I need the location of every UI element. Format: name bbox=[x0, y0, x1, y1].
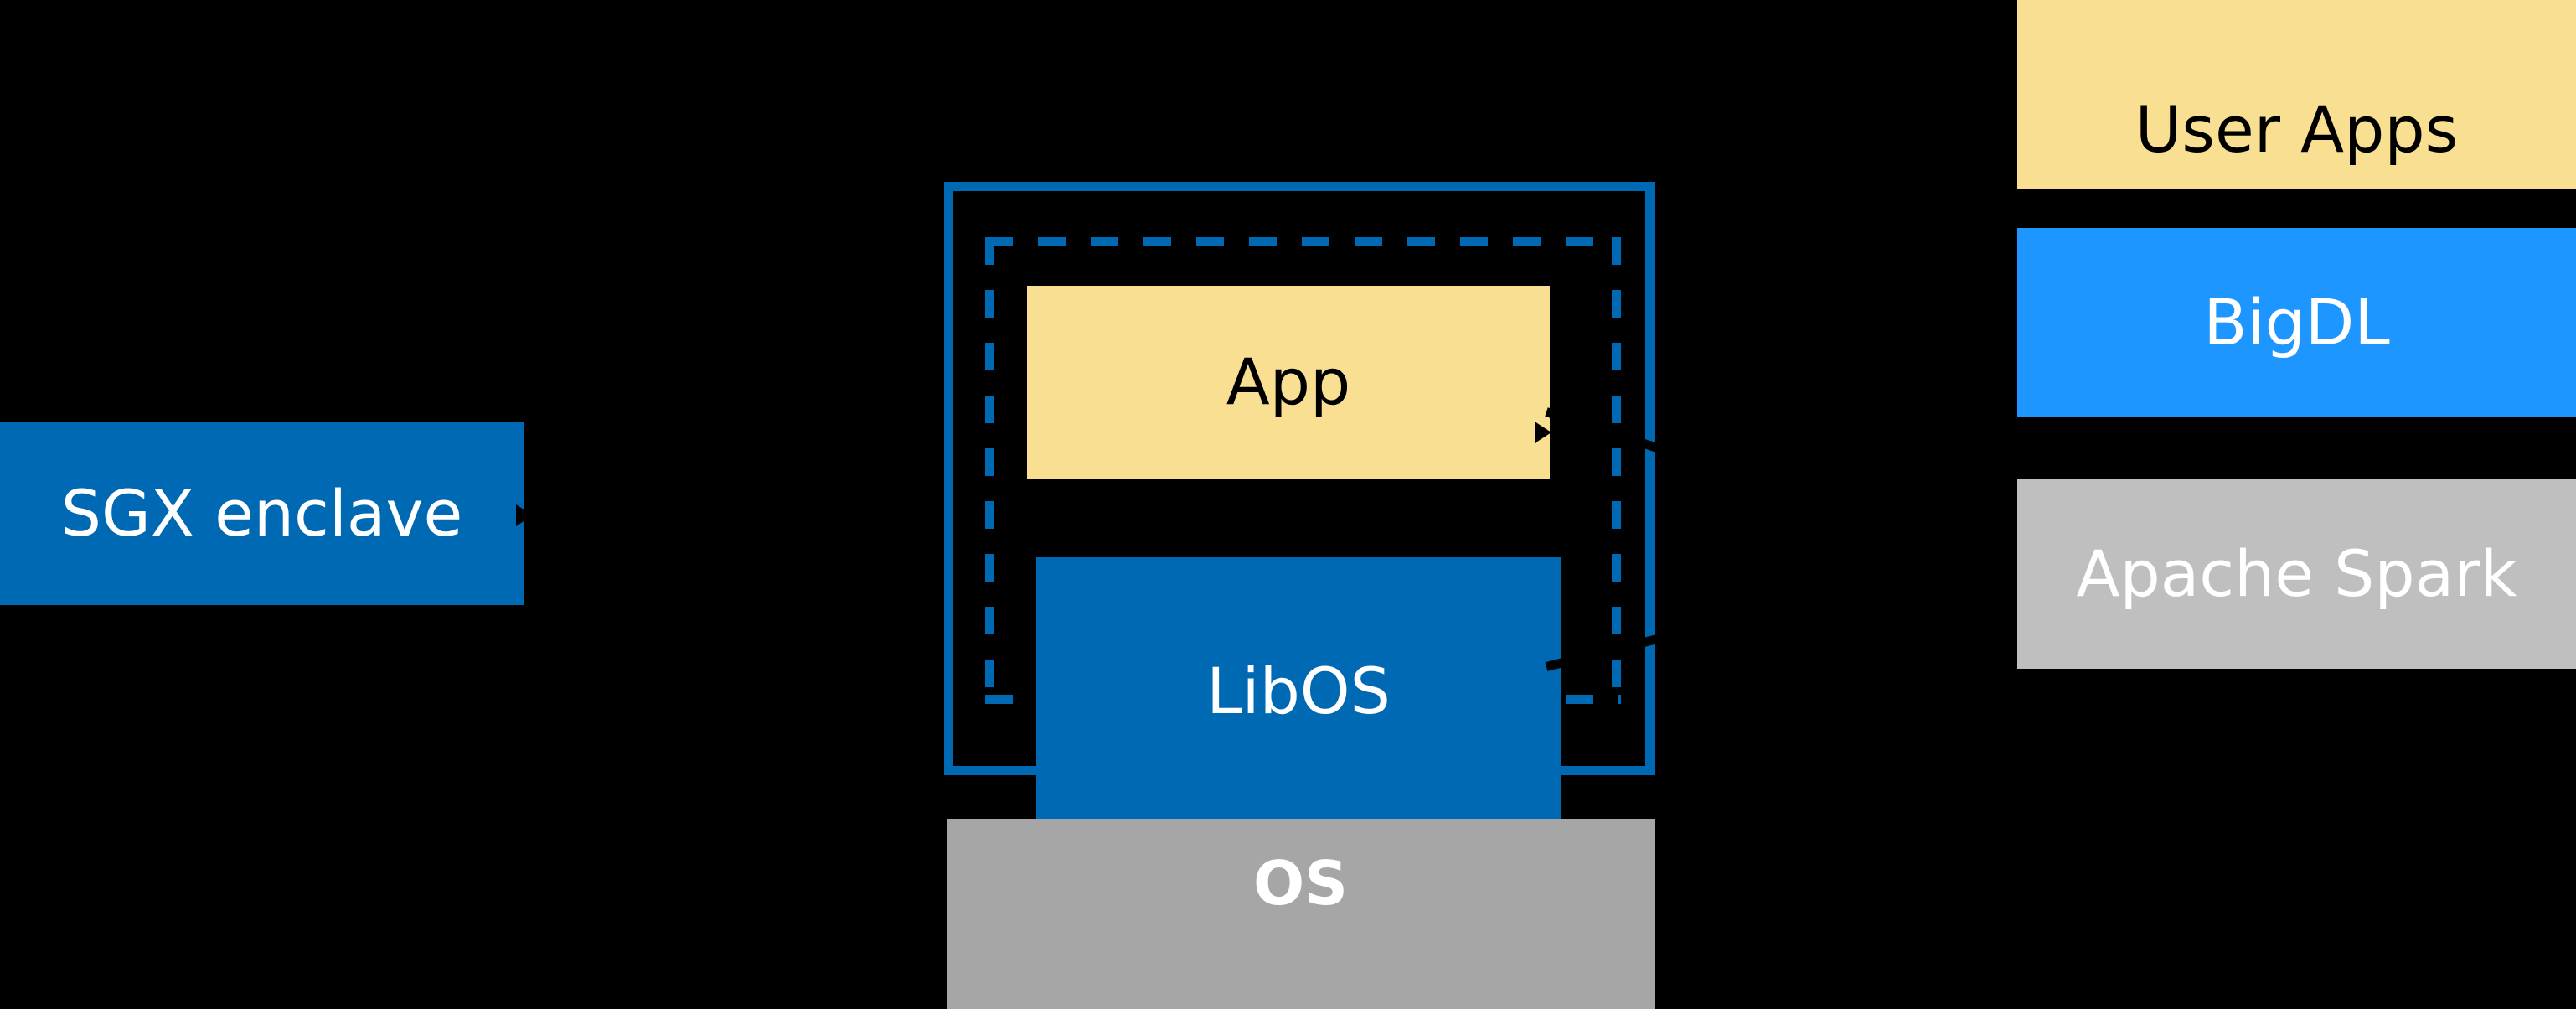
os-label: OS bbox=[1252, 848, 1349, 918]
app-box: App bbox=[1027, 286, 1550, 479]
sgx-enclave-arrow-icon bbox=[516, 504, 533, 526]
sgx-enclave-box: SGX enclave bbox=[0, 422, 524, 605]
dashed-edge-left bbox=[985, 237, 994, 704]
sgx-enclave-label: SGX enclave bbox=[60, 475, 463, 551]
app-connector-arrow-icon bbox=[1535, 422, 1551, 443]
libos-box: LibOS bbox=[1036, 557, 1561, 825]
app-label: App bbox=[1226, 344, 1351, 420]
apache-spark-label: Apache Spark bbox=[2076, 536, 2517, 612]
libos-label: LibOS bbox=[1206, 654, 1391, 729]
bigdl-label: BigDL bbox=[2203, 284, 2390, 360]
user-apps-box: User Apps bbox=[2017, 0, 2576, 189]
user-apps-label: User Apps bbox=[2135, 92, 2459, 168]
apache-spark-box: Apache Spark bbox=[2017, 479, 2576, 669]
dashed-edge-top bbox=[985, 237, 1621, 246]
dashed-edge-right bbox=[1612, 237, 1621, 704]
os-box: OS bbox=[947, 819, 1655, 1009]
bigdl-box: BigDL bbox=[2017, 228, 2576, 417]
